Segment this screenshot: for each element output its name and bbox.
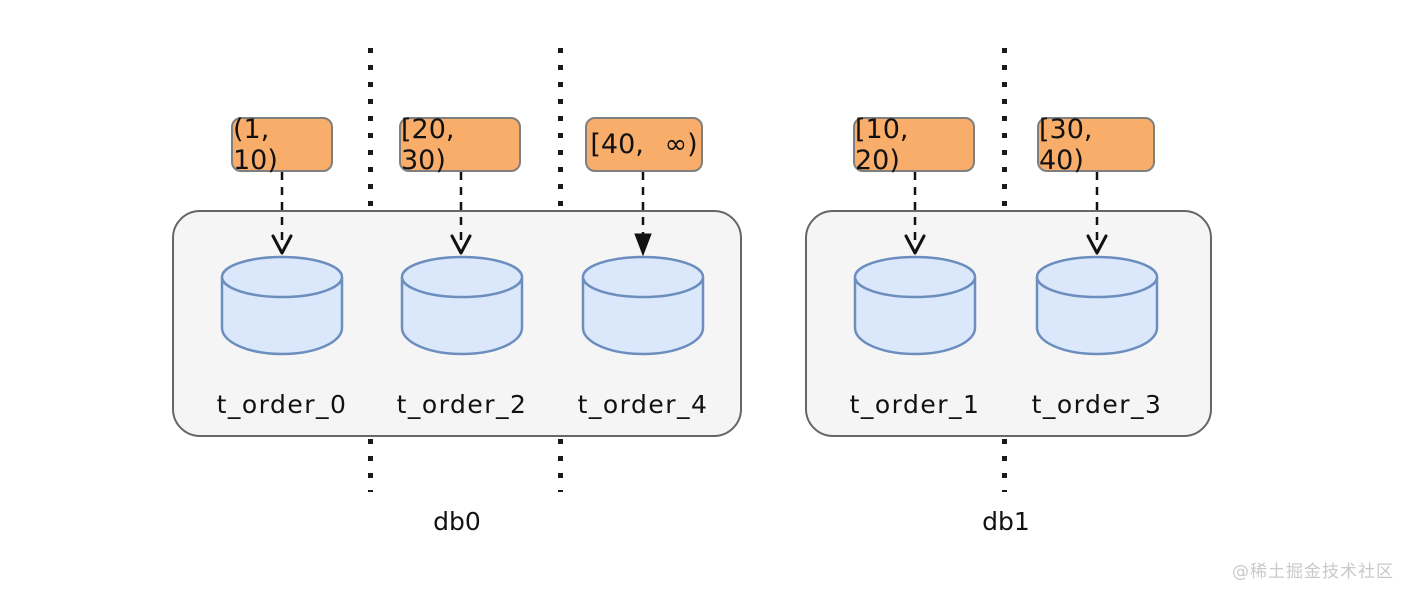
range-label-1: [20, 30) (399, 114, 521, 176)
table-label: t_order_0 (216, 389, 348, 419)
watermark: @稀土掘金技术社区 (1232, 562, 1394, 582)
dashed-arrow-icon (904, 172, 926, 255)
range-label-3: [10, 20) (853, 114, 975, 176)
dashed-arrow-icon (1086, 172, 1108, 255)
table-label: t_order_2 (396, 389, 528, 419)
database-cylinder-icon (853, 255, 977, 356)
range-label-0: (1, 10) (231, 114, 333, 176)
database-cylinder-icon (1035, 255, 1159, 356)
range-label-2: [40, ∞) (585, 117, 703, 172)
table-label: t_order_3 (1031, 389, 1163, 419)
dashed-arrow-icon (634, 172, 652, 257)
range-label-4: [30, 40) (1037, 114, 1155, 176)
database-cylinder-icon (400, 255, 524, 356)
database-cylinder-icon (581, 255, 705, 356)
dashed-arrow-icon (271, 172, 293, 255)
db0-label: db0 (433, 506, 481, 536)
db1-label: db1 (982, 506, 1030, 536)
dashed-arrow-icon (450, 172, 472, 255)
database-cylinder-icon (220, 255, 344, 356)
table-label: t_order_1 (849, 389, 981, 419)
table-label: t_order_4 (577, 389, 709, 419)
